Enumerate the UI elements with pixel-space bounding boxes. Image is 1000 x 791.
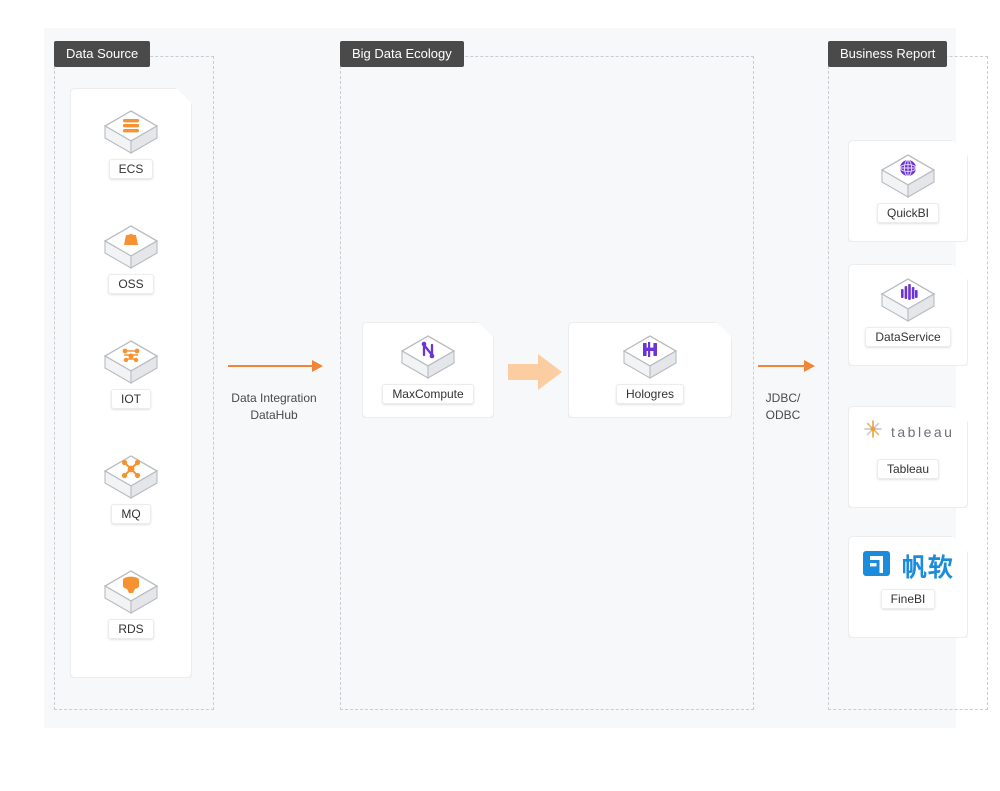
node-label: FineBI xyxy=(880,589,936,609)
group-panel-big-data-ecology xyxy=(340,56,754,710)
serve-arrow-line xyxy=(758,365,806,367)
serve-arrow-label: JDBC/ ODBC xyxy=(748,390,818,424)
group-title-business-report: Business Report xyxy=(828,41,948,67)
node-tableau[interactable]: Tableau xyxy=(860,459,956,479)
node-dataservice[interactable]: DataService xyxy=(860,276,956,347)
node-oss[interactable]: OSS xyxy=(83,223,179,294)
node-label: OSS xyxy=(108,274,154,294)
finebi-mark-icon xyxy=(862,549,892,584)
node-label: ECS xyxy=(108,159,154,179)
dataservice-icon xyxy=(877,276,939,328)
group-title-big-data-ecology: Big Data Ecology xyxy=(340,41,464,67)
ecology-flow-block-arrow xyxy=(508,352,562,392)
node-ecs[interactable]: ECS xyxy=(83,108,179,179)
hologres-icon xyxy=(619,333,681,385)
node-quickbi[interactable]: QuickBI xyxy=(860,152,956,223)
node-label: RDS xyxy=(108,619,154,639)
node-rds[interactable]: RDS xyxy=(83,568,179,639)
tableau-logo: tableau xyxy=(860,418,956,444)
diagram-backdrop xyxy=(44,28,956,728)
ingest-arrow-head xyxy=(312,360,323,372)
finebi-logo: 帆软 xyxy=(860,548,956,582)
ecs-server-icon xyxy=(100,108,162,160)
quickbi-icon xyxy=(877,152,939,204)
iot-network-icon xyxy=(100,338,162,390)
node-label: Hologres xyxy=(615,384,685,404)
serve-label-line2: ODBC xyxy=(765,408,801,422)
ingest-arrow-line xyxy=(228,365,314,367)
tableau-card xyxy=(848,406,968,508)
node-finebi[interactable]: FineBI xyxy=(860,589,956,609)
node-iot[interactable]: IOT xyxy=(83,338,179,409)
node-maxcompute[interactable]: MaxCompute xyxy=(380,333,476,404)
ingest-label-line1: Data Integration xyxy=(231,391,317,405)
node-label: Tableau xyxy=(876,459,940,479)
ingest-arrow-label: Data Integration DataHub xyxy=(212,390,336,424)
node-label: DataService xyxy=(865,327,951,347)
mq-message-queue-icon xyxy=(100,453,162,505)
node-hologres[interactable]: Hologres xyxy=(602,333,698,404)
finebi-wordmark: 帆软 xyxy=(901,554,954,582)
maxcompute-icon xyxy=(397,333,459,385)
serve-label-line1: JDBC/ xyxy=(765,391,801,405)
group-title-data-source: Data Source xyxy=(54,41,151,67)
tableau-mark-icon xyxy=(862,418,884,445)
serve-arrow-head xyxy=(804,360,815,372)
node-label: QuickBI xyxy=(876,203,939,223)
node-label: MaxCompute xyxy=(382,384,474,404)
oss-bucket-icon xyxy=(100,223,162,275)
ingest-label-line2: DataHub xyxy=(250,408,298,422)
rds-database-icon xyxy=(100,568,162,620)
tableau-wordmark: tableau xyxy=(891,423,955,440)
node-label: IOT xyxy=(111,389,151,409)
node-label: MQ xyxy=(111,504,151,524)
node-mq[interactable]: MQ xyxy=(83,453,179,524)
